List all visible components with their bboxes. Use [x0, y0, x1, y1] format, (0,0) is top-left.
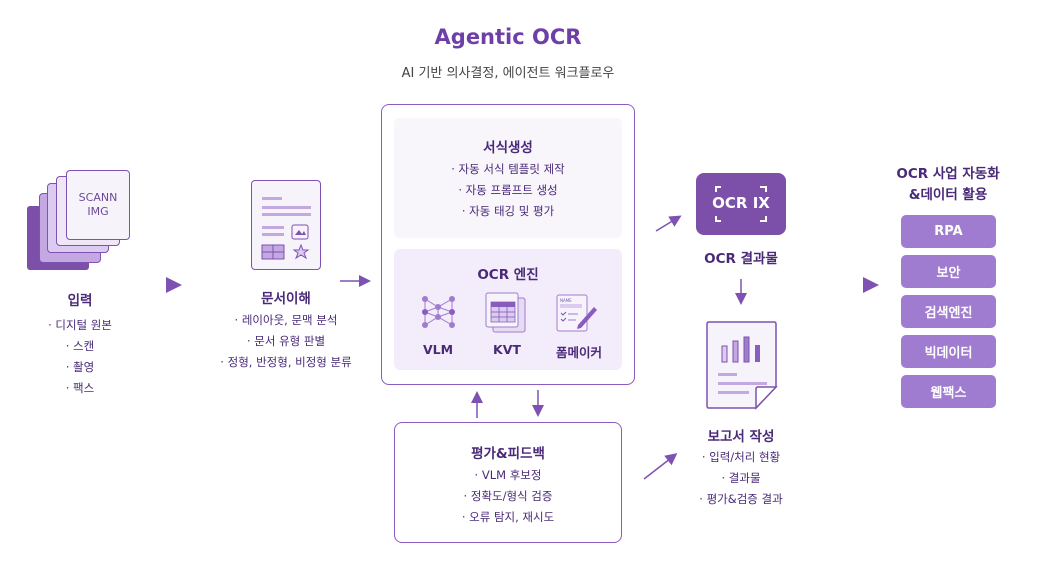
form-generation-panel: 서식생성 · 자동 서식 템플릿 제작 · 자동 프롬프트 생성 · 자동 태깅…: [394, 118, 622, 238]
card-text: IMG: [87, 205, 109, 218]
list-item: · 자동 태깅 및 평가: [461, 204, 555, 218]
usage-button-search-engine[interactable]: 검색엔진: [901, 295, 996, 328]
report-list: · 입력/처리 현황 · 결과물 · 평가&검증 결과: [671, 447, 811, 510]
list-item: · 자동 서식 템플릿 제작: [451, 162, 565, 176]
form-icon-text: NAME: [560, 298, 572, 303]
list-item: · 입력/처리 현황: [701, 450, 781, 464]
usage-button-webfax[interactable]: 웹팩스: [901, 375, 996, 408]
list-item: · 결과물: [721, 471, 761, 485]
list-item: · 레이아웃, 문맥 분석: [234, 313, 338, 327]
usage-title-line: &데이터 활용: [908, 187, 988, 203]
list-item: · 팩스: [65, 381, 95, 395]
list-item: · 오류 탐지, 재시도: [461, 510, 555, 524]
list-item: · 촬영: [65, 360, 95, 374]
arrow-feedback-to-report: [643, 453, 678, 480]
list-item: · 정형, 반정형, 비정형 분류: [220, 355, 352, 369]
understanding-title: 문서이해: [261, 291, 311, 307]
understanding-list: · 레이아웃, 문맥 분석 · 문서 유형 판별 · 정형, 반정형, 비정형 …: [196, 310, 376, 373]
ocr-ix-logo: OCR IX: [696, 173, 786, 235]
form-pen-icon: NAME: [556, 293, 600, 333]
usage-button-security[interactable]: 보안: [901, 255, 996, 288]
ocr-engine-panel: OCR 엔진 NAME VLM KVT 폼메이커: [394, 249, 622, 370]
network-icon: [420, 294, 456, 330]
feedback-title: 평가&피드백: [471, 446, 545, 462]
list-item: · 디지털 원본: [48, 318, 112, 332]
list-item: · 자동 프롬프트 생성: [458, 183, 558, 197]
input-title: 입력: [67, 293, 93, 309]
card-text: SCANN: [78, 191, 118, 204]
usage-button-big-data[interactable]: 빅데이터: [901, 335, 996, 368]
document-layout-icon: [251, 180, 321, 270]
table-icon: [485, 292, 529, 334]
report-document-icon: [706, 321, 778, 410]
logo-text: OCR IX: [712, 194, 770, 212]
list-item: · VLM 후보정: [474, 468, 542, 482]
page-subtitle: AI 기반 의사결정, 에이전트 워크플로우: [401, 66, 615, 81]
list-item: · 문서 유형 판별: [246, 334, 326, 348]
input-list: · 디지털 원본 · 스캔 · 촬영 · 팩스: [20, 315, 140, 399]
list-item: · 평가&검증 결과: [699, 492, 783, 506]
page-title: Agentic OCR: [434, 25, 582, 49]
result-title: OCR 결과물: [704, 251, 778, 267]
list-item: · 정확도/형식 검증: [463, 489, 553, 503]
ocr-engine-title: OCR 엔진: [477, 267, 539, 283]
arrow-core-to-result: [655, 215, 682, 232]
form-generation-title: 서식생성: [483, 140, 533, 156]
report-title: 보고서 작성: [707, 429, 775, 445]
usage-title: OCR 사업 자동화 &데이터 활용: [868, 164, 1028, 206]
engine-label-formmaker: 폼메이커: [555, 345, 602, 360]
list-item: · 스캔: [65, 339, 95, 353]
feedback-box: 평가&피드백 · VLM 후보정 · 정확도/형식 검증 · 오류 탐지, 재시…: [394, 422, 622, 543]
engine-label-vlm: VLM: [422, 342, 454, 357]
usage-button-rpa[interactable]: RPA: [901, 215, 996, 248]
engine-label-kvt: KVT: [493, 342, 521, 357]
usage-title-line: OCR 사업 자동화: [896, 166, 1000, 182]
